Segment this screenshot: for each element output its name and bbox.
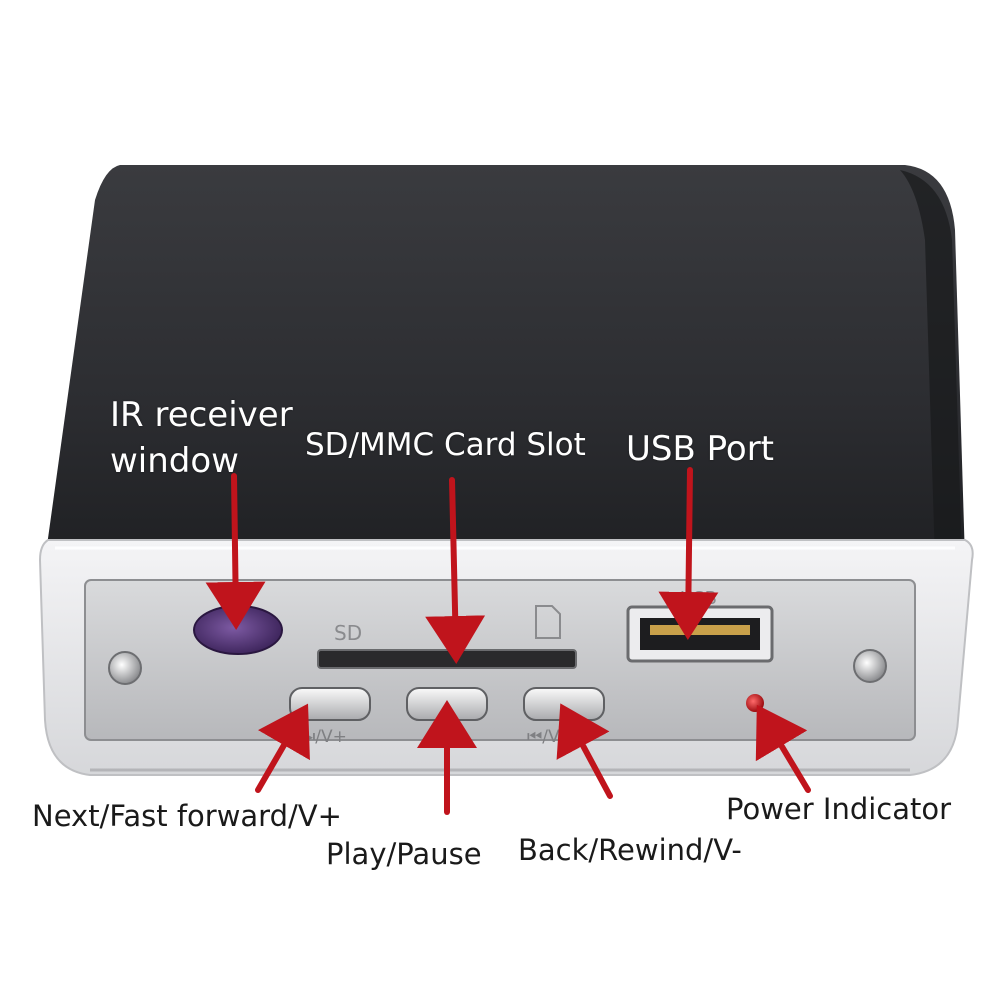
sd-marking: SD xyxy=(334,621,362,645)
play-button-marking: ⏯ xyxy=(432,727,446,747)
device-top xyxy=(45,165,965,560)
power-indicator-led xyxy=(746,694,764,712)
arrow-ir-receiver xyxy=(205,473,266,630)
label-back: Back/Rewind/V- xyxy=(518,833,742,867)
device-side-shadow xyxy=(900,170,962,560)
label-power-indicator: Power Indicator xyxy=(726,792,952,826)
arrow-usb-port xyxy=(658,467,719,640)
arrow-power xyxy=(755,704,811,793)
sd-card-icon xyxy=(535,605,561,639)
label-ir-receiver-line1: IR receiver xyxy=(110,395,293,435)
arrow-next xyxy=(255,703,310,793)
right-screw xyxy=(853,649,887,683)
label-usb-port: USB Port xyxy=(626,429,775,469)
annotation-arrows xyxy=(205,467,811,815)
label-sd-card-slot: SD/MMC Card Slot xyxy=(305,427,586,463)
arrow-sd-slot xyxy=(425,477,486,664)
back-button-marking: ⏮/V- xyxy=(527,727,565,747)
sd-card-slot xyxy=(317,649,577,669)
left-screw xyxy=(108,651,142,685)
arrow-back xyxy=(556,703,613,799)
next-button-marking: ⏭/V+ xyxy=(300,727,347,747)
label-play-pause: Play/Pause xyxy=(326,837,482,871)
label-next: Next/Fast forward/V+ xyxy=(32,799,342,833)
label-ir-receiver-line2: window xyxy=(110,441,239,481)
